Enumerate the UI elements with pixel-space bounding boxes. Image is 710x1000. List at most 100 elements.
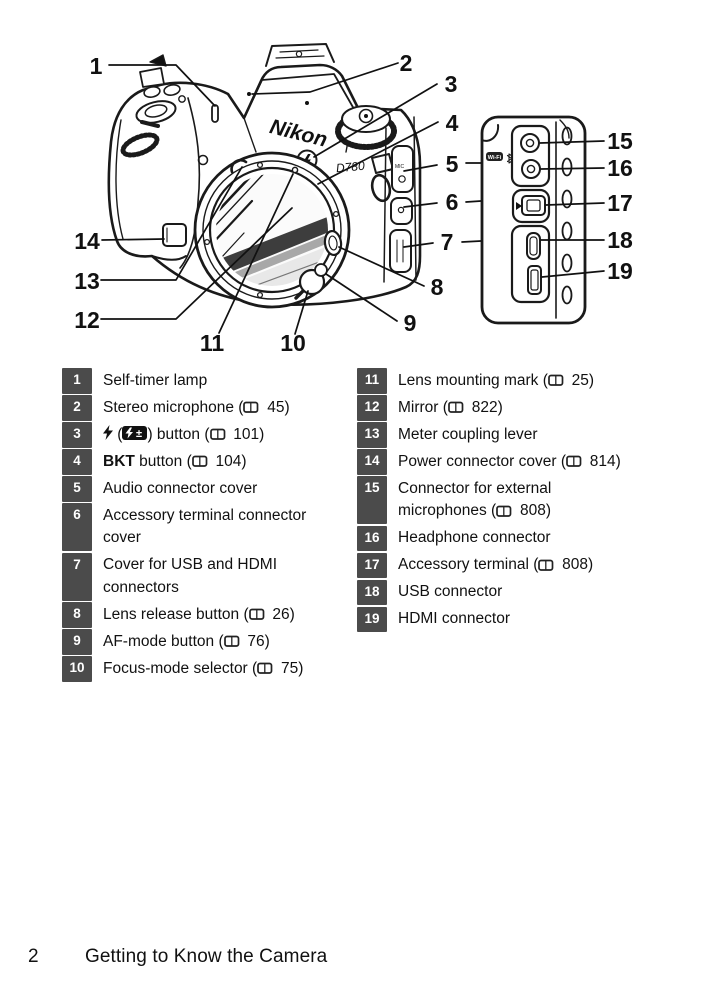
lens-release-button [323,229,343,257]
part-number-badge: 19 [357,606,387,632]
part-label: Accessory terminal connector cover [103,506,307,547]
part-label: Power connector cover ( 814) [398,452,621,470]
part-item-1: 1 Self-timer lamp [62,368,344,394]
part-item-19: 19 HDMI connector [357,606,629,632]
leader-lines [100,62,605,335]
page-reference: ( 45) [238,398,290,416]
part-number-badge: 7 [62,552,92,601]
svg-text:±: ± [136,428,142,440]
af-mode-button [314,263,328,277]
external-microphone-connector [520,133,540,153]
callout-16: 16 [607,155,633,181]
part-number-badge: 9 [62,629,92,655]
part-label: Accessory terminal ( 808) [398,556,594,573]
page-reference: ( 26) [243,605,295,623]
part-number-badge: 16 [357,525,387,551]
part-number-badge: 17 [357,552,387,578]
callout-14: 14 [74,228,100,254]
part-number-badge: 11 [357,368,387,394]
part-label: Cover for USB and HDMI connectors [103,556,277,596]
headphone-connector [521,159,541,179]
part-item-16: 16 Headphone connector [357,525,629,551]
part-number-badge: 14 [357,449,387,475]
callout-12: 12 [74,307,100,333]
page-number: 2 [28,946,39,967]
parts-list-left: 1 Self-timer lamp 2 Stereo microphone ( 45)… [62,368,344,683]
part-number-badge: 6 [62,503,92,551]
part-number-badge: 5 [62,476,92,502]
part-item-4: 4 BKT button ( 104) [62,449,344,475]
page-reference: ( 808) [533,556,594,573]
callout-10: 10 [280,330,306,356]
callout-1: 1 [90,53,103,79]
callout-3: 3 [445,71,458,97]
page-reference: ( 808) [491,502,551,519]
callout-19: 19 [607,258,633,284]
part-item-11: 11 Lens mounting mark ( 25) [357,368,629,394]
callout-13: 13 [74,268,100,294]
part-number-badge: 12 [357,395,387,421]
part-number-badge: 15 [357,476,387,524]
part-number-badge: 18 [357,579,387,605]
part-number-badge: 4 [62,449,92,475]
part-label: USB connector [398,583,503,600]
callout-17: 17 [607,190,633,216]
book-icon [243,399,259,416]
part-item-14: 14 Power connector cover ( 814) [357,449,629,475]
part-label: Headphone connector [398,529,551,546]
part-label: Self-timer lamp [103,371,208,389]
book-icon [496,502,512,519]
part-label: Audio connector cover [103,479,258,497]
book-icon [257,660,273,677]
page-reference: ( 101) [204,425,265,443]
chapter-title: Getting to Know the Camera [85,946,328,967]
book-icon [548,372,564,389]
power-connector-cover [162,223,187,247]
part-item-18: 18 USB connector [357,579,629,605]
part-label: BKT button ( 104) [103,452,247,470]
part-label: Lens mounting mark ( 25) [398,371,595,389]
part-number-badge: 2 [62,395,92,421]
page-reference: ( 104) [186,452,247,470]
wifi-badge: Wi-Fi [488,155,502,161]
part-item-6: 6 Accessory terminal connector cover [62,503,344,551]
part-item-17: 17 Accessory terminal ( 808) [357,552,629,578]
part-item-5: 5 Audio connector cover [62,476,344,502]
callout-numbers: 1 2 3 4 5 6 7 8 9 10 11 12 13 14 15 16 1… [74,50,633,356]
part-number-badge: 13 [357,422,387,448]
part-number-badge: 8 [62,602,92,628]
page-reference: ( 75) [252,659,304,677]
part-label: AF-mode button ( 76) [103,632,270,650]
hdmi-connector [527,265,542,295]
mic-label: MIC [395,164,405,170]
part-label: HDMI connector [398,610,510,627]
book-icon [191,453,208,470]
usb-connector [526,232,541,260]
page-reference: ( 76) [218,632,270,650]
book-icon [566,453,582,470]
part-label: Lens release button ( 26) [103,605,295,623]
book-icon [448,399,464,416]
camera-side-panel [480,115,587,325]
part-label: Connector for external microphones ( 808… [398,479,552,520]
part-item-8: 8 Lens release button ( 26) [62,602,344,628]
callout-5: 5 [446,151,459,177]
part-number-badge: 3 [62,422,92,448]
page-reference: ( 822) [442,398,503,416]
callout-15: 15 [607,128,633,154]
flash-compensation-icon: ± [122,426,148,443]
part-number-badge: 10 [62,656,92,682]
callout-4: 4 [446,110,459,136]
callout-2: 2 [400,50,413,76]
part-number-badge: 1 [62,368,92,394]
book-icon [248,606,265,623]
book-icon [223,633,240,650]
part-label: Mirror ( 822) [398,398,503,416]
callout-18: 18 [607,227,633,253]
part-item-12: 12 Mirror ( 822) [357,395,629,421]
part-label: Meter coupling lever [398,425,538,443]
part-label: Stereo microphone ( 45) [103,398,290,416]
part-item-13: 13 Meter coupling lever [357,422,629,448]
